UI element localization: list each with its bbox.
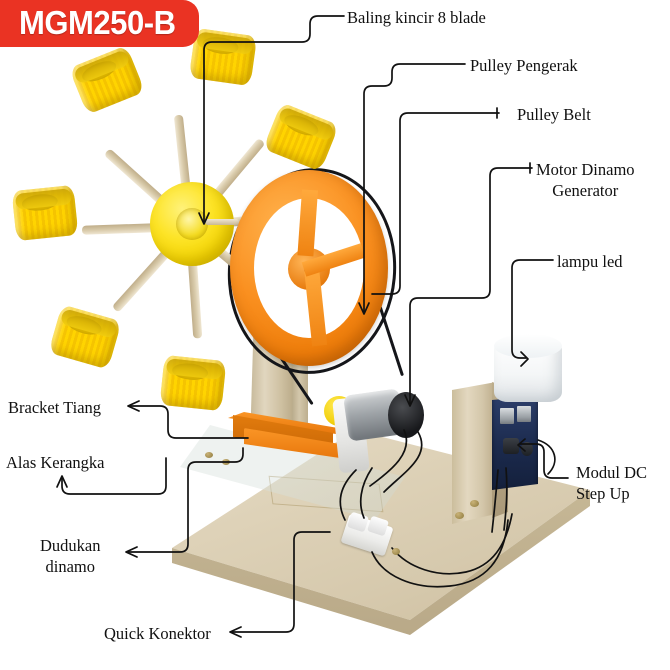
label-pulley-pengerak: Pulley Pengerak: [470, 56, 578, 75]
screw: [392, 548, 400, 555]
label-modul-dc: Modul DC Step Up: [576, 463, 648, 504]
label-quick-konektor: Quick Konektor: [104, 624, 211, 643]
motor-dinamo-cap: [388, 392, 424, 438]
wheel-axle: [205, 219, 239, 225]
label-baling-kincir: Baling kincir 8 blade: [347, 8, 486, 27]
label-alas-kerangka: Alas Kerangka: [6, 453, 105, 472]
label-motor-dinamo: Motor Dinamo Generator: [536, 160, 635, 201]
label-bracket-tiang: Bracket Tiang: [8, 398, 102, 417]
product-code-badge: MGM250-B: [0, 0, 199, 47]
label-dudukan-dinamo: Dudukan dinamo: [40, 536, 101, 577]
usb-port: [500, 408, 514, 424]
capacitor: [521, 442, 533, 456]
label-pulley-belt: Pulley Belt: [517, 105, 591, 124]
wheel-hub-boss: [176, 208, 208, 240]
pulley-pengerak: [230, 170, 388, 366]
lampu-led-top: [494, 334, 562, 358]
screw: [205, 452, 213, 458]
screw: [470, 500, 479, 507]
product-code-text: MGM250-B: [18, 4, 176, 41]
potentiometer: [503, 438, 519, 454]
label-lampu-led: lampu led: [557, 252, 623, 271]
usb-port: [517, 406, 531, 422]
screw: [455, 512, 464, 519]
